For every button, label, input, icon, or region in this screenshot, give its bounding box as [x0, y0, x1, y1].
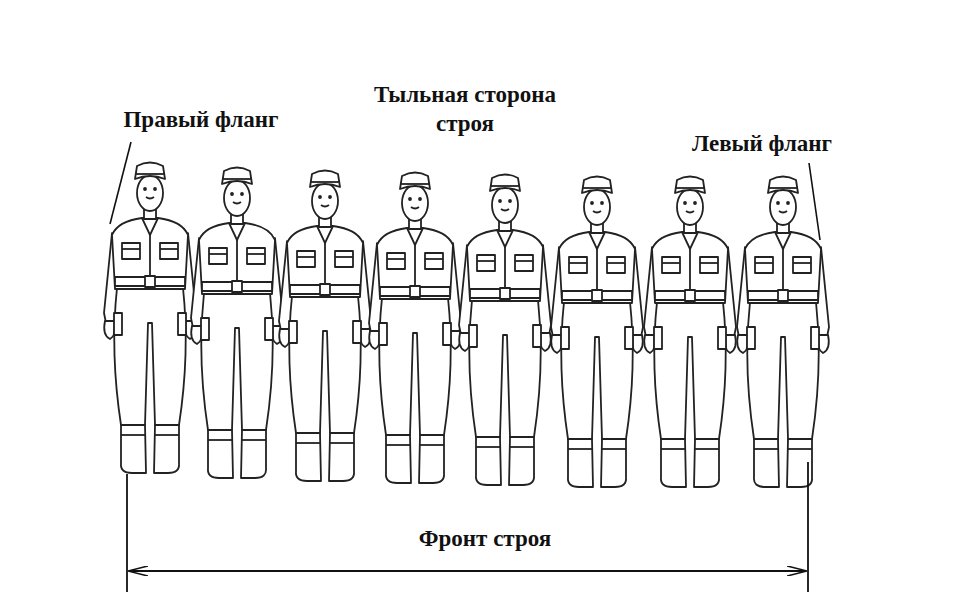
soldiers	[104, 163, 829, 488]
part-label: Левый фланг	[666, 129, 858, 158]
leader-lines	[110, 142, 820, 240]
front-dimension	[127, 462, 808, 592]
part-label: Тыльная сторона строя	[350, 80, 580, 138]
part-label: Правый фланг	[96, 105, 306, 134]
dimension-label: Фронт строя	[380, 524, 590, 553]
